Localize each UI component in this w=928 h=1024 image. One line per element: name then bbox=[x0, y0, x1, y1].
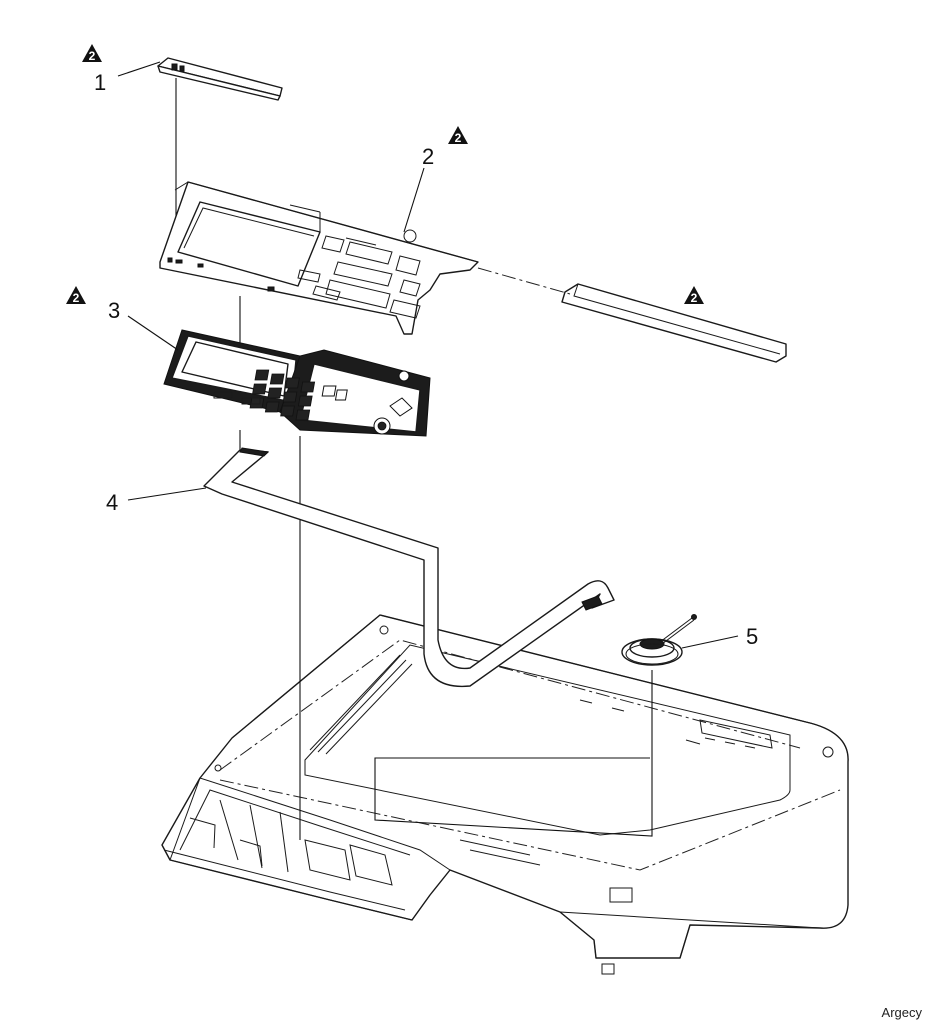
warning-triangle-2-icon: 2 bbox=[66, 286, 86, 305]
leader-line-2 bbox=[403, 167, 425, 233]
leader-line-5 bbox=[681, 635, 739, 649]
svg-text:2: 2 bbox=[455, 131, 462, 145]
callout-2: 2 bbox=[422, 144, 434, 169]
callout-4: 4 bbox=[106, 490, 118, 515]
part-1-strip-cover bbox=[157, 57, 283, 101]
warning-triangle-2-icon: 2 bbox=[684, 286, 704, 305]
callout-1: 1 bbox=[94, 70, 106, 95]
leader-line-3 bbox=[127, 315, 179, 351]
panel-strip-cover bbox=[561, 283, 787, 363]
callout-5: 5 bbox=[746, 624, 758, 649]
part-4-flat-flex-cable bbox=[203, 447, 615, 688]
alignment-line-bezel-strip bbox=[477, 267, 571, 295]
keypad-buttons bbox=[249, 369, 413, 435]
svg-text:2: 2 bbox=[73, 291, 80, 305]
part-3-display-keypad-assembly bbox=[163, 329, 431, 437]
scanner-base-frame bbox=[161, 614, 849, 975]
leader-line-4 bbox=[127, 487, 207, 501]
warning-triangle-2-icon: 2 bbox=[82, 44, 102, 63]
warning-triangle-2-icon: 2 bbox=[448, 126, 468, 145]
callout-3: 3 bbox=[108, 298, 120, 323]
part-2-panel-bezel bbox=[159, 181, 479, 335]
leader-line-1 bbox=[117, 61, 161, 77]
watermark: Argecy bbox=[881, 1005, 922, 1020]
svg-text:2: 2 bbox=[89, 49, 96, 63]
alignment-line-part-5 bbox=[374, 670, 653, 837]
svg-text:2: 2 bbox=[691, 291, 698, 305]
part-5-speaker bbox=[621, 614, 697, 666]
